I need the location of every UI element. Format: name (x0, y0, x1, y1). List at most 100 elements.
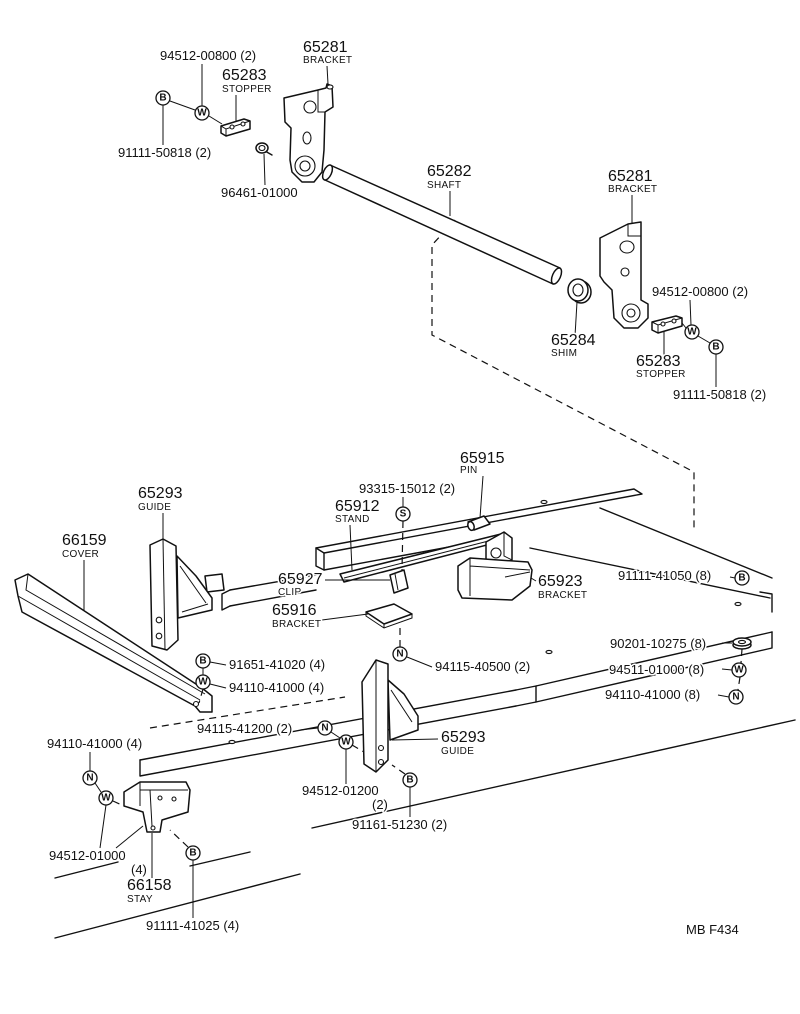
diagram-code: MB F434 (686, 922, 739, 937)
leader-lines (83, 64, 743, 918)
bracket-65923 (457, 557, 533, 601)
shim-65284 (567, 278, 592, 304)
part-name-label: STAND (335, 514, 370, 525)
callout-91111-41050: 91111-41050 (8) (618, 568, 711, 583)
part-name-label: SHAFT (427, 180, 461, 191)
stopper-65283-left (220, 118, 251, 137)
callout-65912-stand: 65912 STAND (334, 497, 382, 527)
part-name-label: GUIDE (138, 502, 171, 513)
callout-91161-51230: 91161-51230 (2) (352, 817, 447, 832)
quantity-label: (2) (372, 797, 388, 812)
callout-94512-00800-right: 94512-00800 (2) (652, 284, 748, 299)
nut-marker: N (392, 646, 408, 662)
screw-marker: S (395, 506, 411, 522)
cover-66159 (14, 573, 213, 713)
part-name-label: STAY (127, 894, 153, 905)
quantity-label: (4) (131, 862, 147, 877)
part-number-label: 65283 (222, 67, 267, 84)
callout-65927-clip: 65927 CLIP (277, 570, 325, 600)
part-name-label: BRACKET (303, 55, 352, 66)
callout-94512-01200: 94512-01200 (2) (301, 782, 390, 814)
part-number-label: 65283 (636, 353, 681, 370)
bolt-marker: B (185, 845, 201, 861)
callout-65281-bracket-right: 65281 BRACKET (607, 167, 659, 197)
part-number-label: 65912 (335, 498, 380, 515)
washer-marker: W (731, 662, 747, 678)
svg-text:B: B (406, 775, 413, 786)
part-number-label: 65916 (272, 602, 317, 619)
svg-text:W: W (101, 793, 111, 804)
pin-65915 (467, 515, 491, 532)
part-number-label: 65281 (303, 39, 348, 56)
washer-marker: W (338, 734, 354, 750)
nut-marker: N (82, 770, 98, 786)
svg-text:N: N (86, 773, 93, 784)
nut-marker: N (317, 720, 333, 736)
svg-text:W: W (198, 677, 208, 688)
callout-91651-41020: 91651-41020 (4) (229, 657, 325, 672)
fastener-markers: B W W B S B W N B W N N W B N W B (82, 90, 750, 861)
stopper-65283-right (651, 315, 683, 334)
part-number-label: 94512-01000 (49, 848, 126, 863)
callout-91111-41025: 91111-41025 (4) (146, 918, 239, 933)
bolt-marker: B (734, 570, 750, 586)
callout-65281-bracket-left: 65281 BRACKET (302, 38, 354, 68)
callout-94511-01000: 94511-01000 (8) (609, 662, 704, 677)
callout-65282-shaft: 65282 SHAFT (426, 162, 474, 193)
svg-text:N: N (396, 649, 403, 660)
part-number-label: 65293 (138, 485, 183, 502)
callout-66159-cover: 66159 COVER (61, 531, 109, 562)
part-number-label: 65927 (278, 571, 323, 588)
callout-94512-00800-left: 94512-00800 (2) (160, 48, 256, 63)
part-number-label: 65282 (427, 163, 472, 180)
svg-text:W: W (734, 665, 744, 676)
bolt-marker: B (402, 772, 418, 788)
callout-94110-41000-right: 94110-41000 (8) (605, 687, 700, 702)
pin-96461-01000 (255, 142, 273, 156)
assembly-hidden-line (431, 219, 695, 532)
washer-marker: W (684, 324, 700, 340)
nut-marker: N (728, 689, 744, 705)
svg-text:B: B (712, 342, 719, 353)
washer-marker: W (195, 674, 211, 690)
part-number-label: 65284 (551, 332, 596, 349)
callout-91111-50818-left: 91111-50818 (2) (118, 145, 211, 160)
svg-text:B: B (199, 656, 206, 667)
svg-text:N: N (732, 692, 739, 703)
part-name-label: PIN (460, 465, 478, 476)
callout-94512-01000: 94512-01000 (4) (48, 847, 149, 879)
part-number-label: 66158 (127, 877, 172, 894)
part-name-label: BRACKET (272, 619, 321, 630)
svg-text:B: B (189, 848, 196, 859)
callout-94110-41000-lower: 94110-41000 (4) (47, 736, 142, 751)
part-number-label: 65293 (441, 729, 486, 746)
callout-90201-10275: 90201-10275 (8) (610, 636, 706, 651)
guide-65293-lower (361, 659, 419, 773)
bolt-marker: B (195, 653, 211, 669)
part-name-label: GUIDE (441, 746, 474, 757)
svg-text:B: B (159, 93, 166, 104)
part-name-label: SHIM (551, 348, 577, 359)
part-name-label: STOPPER (222, 84, 272, 95)
washer-marker: W (98, 790, 114, 806)
part-number-label: 65281 (608, 168, 653, 185)
bolt-marker: B (155, 90, 171, 106)
callout-65923-bracket: 65923 BRACKET (537, 572, 589, 603)
flat-washer-90201 (732, 637, 752, 650)
callout-94110-41000-upper: 94110-41000 (4) (229, 680, 324, 695)
part-number-label: 94512-01200 (302, 783, 379, 798)
bracket-65916 (365, 603, 413, 629)
callout-65915-pin: 65915 PIN (459, 449, 507, 478)
clip-65927 (389, 569, 409, 594)
shaft-65282 (321, 164, 563, 285)
bolt-marker: B (708, 339, 724, 355)
bracket-65281-right (599, 221, 649, 329)
callout-65283-stopper-left: 65283 STOPPER (221, 66, 273, 97)
part-number-label: 65915 (460, 450, 505, 467)
part-name-label: STOPPER (636, 369, 686, 380)
callout-65293-guide-lower: 65293 GUIDE (440, 728, 488, 759)
washer-marker: W (194, 105, 210, 121)
part-name-label: BRACKET (608, 184, 657, 195)
callout-91111-50818-right: 91111-50818 (2) (673, 387, 766, 402)
